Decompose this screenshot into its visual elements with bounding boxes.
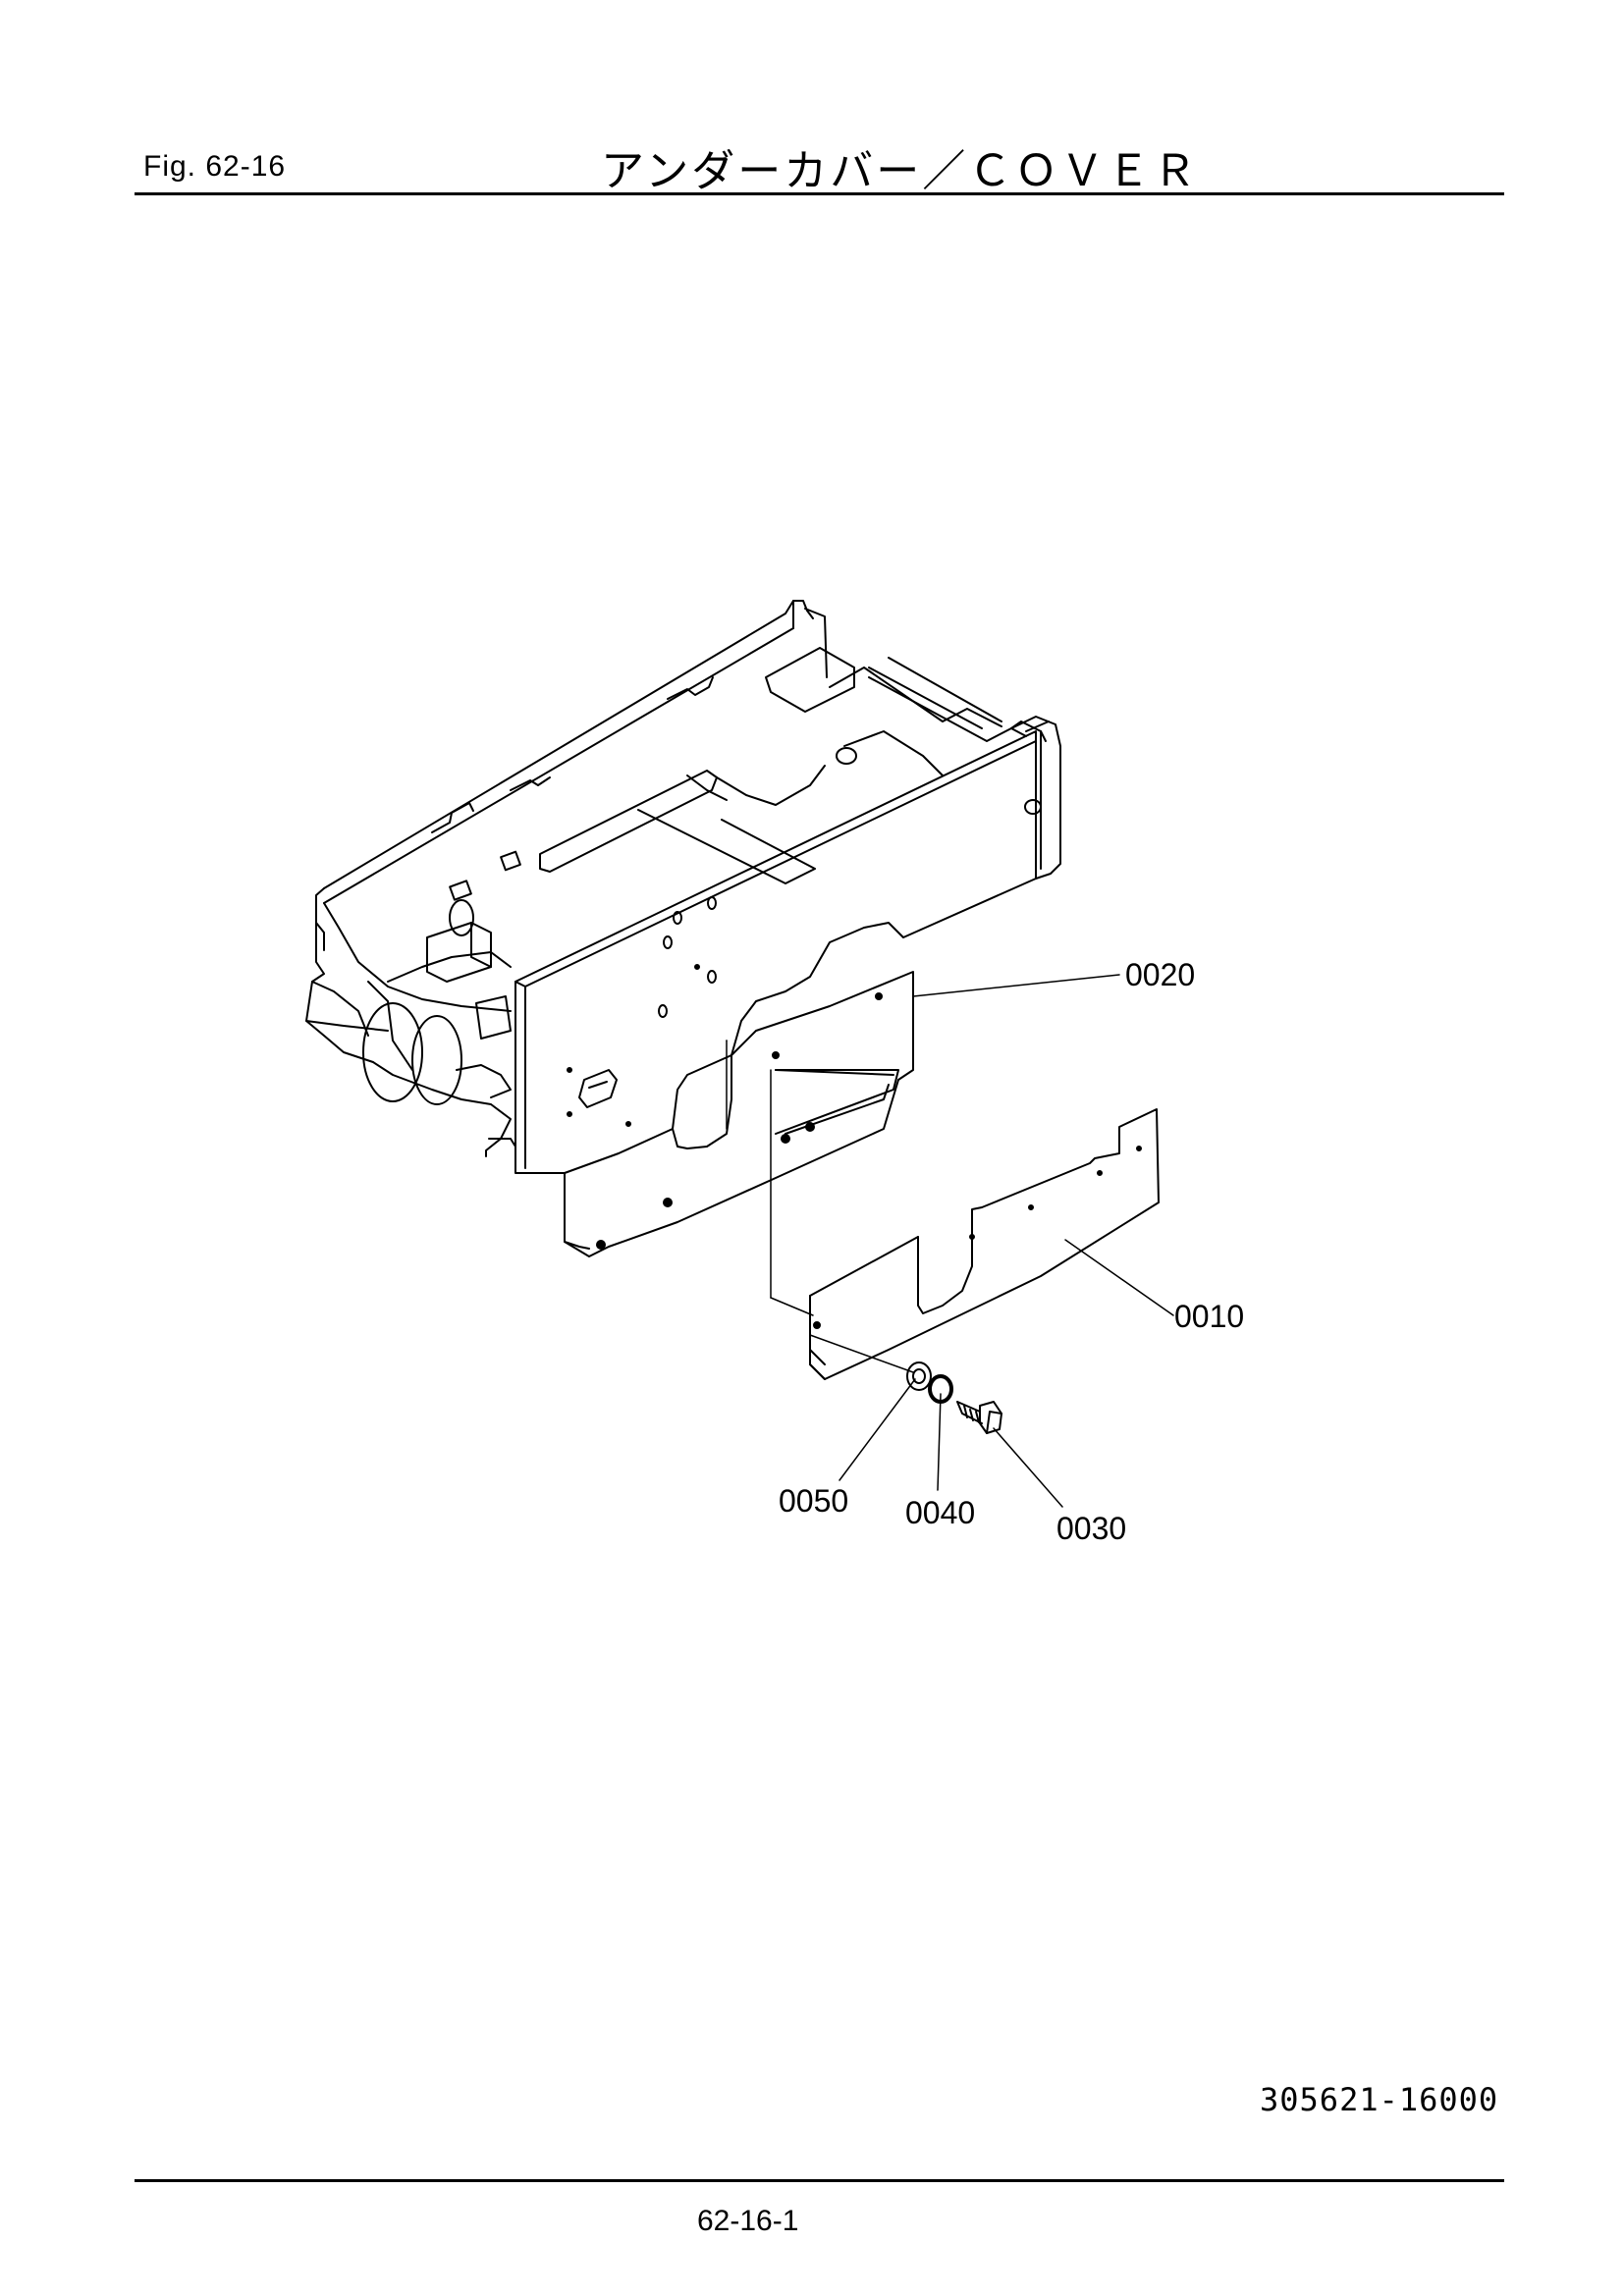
figure-number: Fig. 62-16 [143, 150, 287, 183]
hardware-set [906, 1362, 1002, 1434]
page-number: 62-16-1 [697, 2205, 799, 2237]
frame-assembly [305, 600, 1061, 1174]
callout-0040: 0040 [905, 1495, 975, 1530]
callout-0030: 0030 [1056, 1511, 1126, 1546]
callout-0020: 0020 [1125, 957, 1195, 992]
header-rule [135, 192, 1504, 195]
callout-0050: 0050 [779, 1483, 848, 1519]
footer-rule [135, 2179, 1504, 2182]
leader-lines [726, 974, 1174, 1508]
cover-plate-0020 [564, 971, 914, 1257]
cover-plate-0010 [809, 1108, 1160, 1380]
callout-0010: 0010 [1174, 1299, 1244, 1334]
callout-labels: 0020 0010 0050 0040 0030 [779, 957, 1244, 1546]
page-title: アンダーカバー／ＣＯＶＥＲ [601, 146, 1200, 196]
drawing-number: 305621-16000 [1260, 2081, 1499, 2118]
